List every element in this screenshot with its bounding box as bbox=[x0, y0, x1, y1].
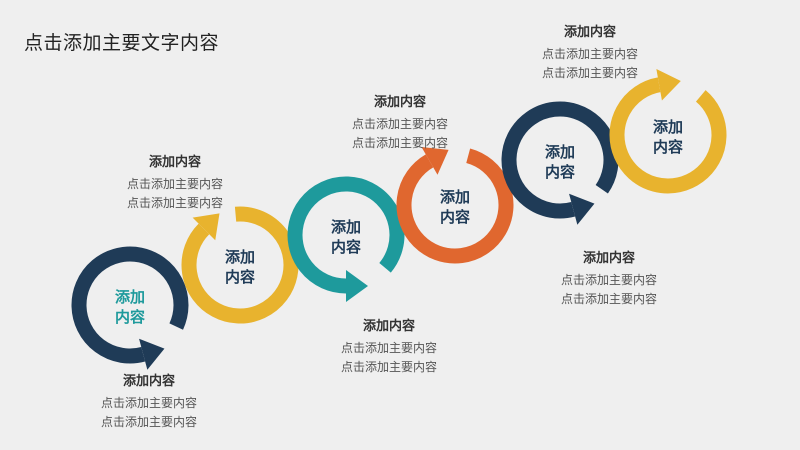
caption-line: 点击添加主要内容 bbox=[560, 273, 657, 287]
ring-label-line2: 内容 bbox=[440, 208, 470, 226]
caption-1: 添加内容 点击添加主要内容 点击添加主要内容 bbox=[59, 372, 239, 432]
caption-line: 点击添加主要内容 bbox=[100, 415, 197, 429]
arrow-ring bbox=[181, 206, 299, 324]
cycle-arrow-2: 添加内容 bbox=[181, 206, 299, 324]
arrow-ring bbox=[609, 77, 727, 194]
caption-line: 点击添加主要内容 bbox=[126, 196, 223, 210]
caption-5: 添加内容 点击添加主要内容 点击添加主要内容 bbox=[519, 249, 699, 309]
arrow-ring bbox=[287, 176, 405, 294]
ring-label-line2: 内容 bbox=[225, 268, 255, 286]
ring-label-line1: 添加 bbox=[440, 188, 470, 206]
caption-line: 点击添加主要内容 bbox=[340, 360, 437, 374]
ring-label-line2: 内容 bbox=[331, 238, 361, 256]
ring-label-line1: 添加 bbox=[225, 248, 255, 266]
caption-line: 点击添加主要内容 bbox=[541, 66, 638, 80]
caption-line: 点击添加主要内容 bbox=[351, 117, 448, 131]
caption-title: 添加内容 bbox=[122, 374, 175, 389]
caption-line: 点击添加主要内容 bbox=[340, 341, 437, 355]
caption-6: 添加内容 点击添加主要内容 点击添加主要内容 bbox=[500, 23, 680, 83]
arrowhead bbox=[346, 270, 368, 302]
caption-line: 点击添加主要内容 bbox=[541, 47, 638, 61]
ring-label-line1: 添加 bbox=[545, 143, 575, 161]
cycle-arrow-6: 添加内容 bbox=[609, 69, 727, 194]
caption-title: 添加内容 bbox=[362, 319, 415, 334]
cycle-arrow-1: 添加内容 bbox=[71, 246, 189, 370]
caption-title: 添加内容 bbox=[148, 155, 201, 170]
caption-line: 点击添加主要内容 bbox=[126, 177, 223, 191]
arrowhead bbox=[192, 213, 220, 241]
arrowhead bbox=[421, 146, 449, 175]
caption-line: 点击添加主要内容 bbox=[100, 396, 197, 410]
ring-label-line2: 内容 bbox=[115, 308, 145, 326]
arrowhead bbox=[569, 193, 595, 225]
arrowhead bbox=[656, 69, 681, 101]
cycle-arrow-4: 添加内容 bbox=[396, 146, 514, 264]
cycle-arrow-5: 添加内容 bbox=[501, 101, 619, 225]
caption-2: 添加内容 点击添加主要内容 点击添加主要内容 bbox=[85, 153, 265, 213]
ring-label-line1: 添加 bbox=[653, 118, 683, 136]
ring-label-line2: 内容 bbox=[653, 138, 683, 156]
arrow-ring bbox=[396, 148, 514, 264]
caption-line: 点击添加主要内容 bbox=[351, 136, 448, 150]
arrow-ring bbox=[501, 101, 619, 219]
cycle-arrow-3: 添加内容 bbox=[287, 176, 405, 302]
ring-label-line1: 添加 bbox=[115, 288, 145, 306]
arrow-ring bbox=[71, 246, 189, 364]
caption-3: 添加内容 点击添加主要内容 点击添加主要内容 bbox=[299, 317, 479, 377]
caption-title: 添加内容 bbox=[563, 25, 616, 40]
caption-4: 添加内容 点击添加主要内容 点击添加主要内容 bbox=[310, 93, 490, 153]
ring-label-line2: 内容 bbox=[545, 163, 575, 181]
caption-line: 点击添加主要内容 bbox=[560, 292, 657, 306]
arrowhead bbox=[139, 338, 165, 370]
caption-title: 添加内容 bbox=[373, 95, 426, 110]
caption-title: 添加内容 bbox=[582, 251, 635, 266]
ring-label-line1: 添加 bbox=[331, 218, 361, 236]
page-title: 点击添加主要文字内容 bbox=[24, 32, 220, 54]
